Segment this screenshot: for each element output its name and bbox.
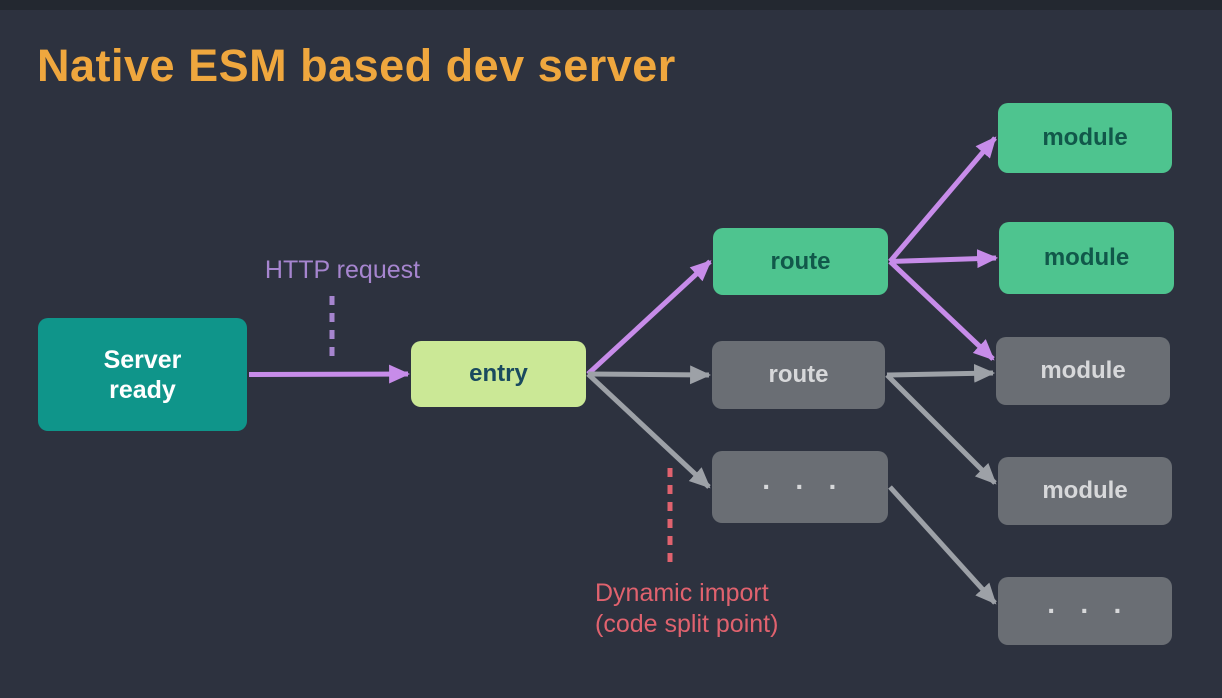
http-request-label: HTTP request — [264, 256, 421, 284]
node-label: module — [1042, 124, 1128, 151]
dynamic-import-line2: (code split point) — [595, 610, 779, 638]
dynamic-import-line1: Dynamic import — [595, 579, 769, 607]
node-label: · · · — [1047, 595, 1131, 626]
node-dots-bottom: · · · — [998, 577, 1172, 645]
node-label: module — [1043, 244, 1130, 271]
node-module-3: module — [996, 337, 1170, 405]
edge-entry-to-route-a — [586, 259, 712, 376]
node-label: module — [1042, 477, 1128, 504]
edge-route-a-to-module-3 — [888, 259, 995, 361]
edge-route-a-to-module-2 — [889, 249, 999, 269]
edge-route-b-to-module-4 — [885, 373, 997, 485]
slide-title: Native ESM based dev server — [37, 40, 676, 91]
node-label: module — [1040, 357, 1126, 384]
node-label: Server ready — [103, 345, 182, 404]
edge-route-b-to-module-3 — [886, 363, 996, 383]
node-label: route — [770, 247, 831, 275]
node-entry: entry — [411, 341, 586, 407]
edge-dots-mid-to-dots-bottom — [888, 485, 997, 605]
node-label: route — [768, 361, 829, 388]
edge-server-ready-to-entry — [248, 364, 411, 384]
edge-entry-to-route-b — [587, 365, 712, 385]
node-label: entry — [469, 360, 528, 387]
node-module-4: module — [998, 457, 1172, 525]
node-label: · · · — [762, 471, 846, 502]
node-route-b: route — [712, 341, 885, 409]
dynamic-import-label: Dynamic import (code split point) — [595, 578, 778, 640]
node-server-ready: Server ready — [38, 318, 247, 431]
top-bar — [0, 0, 1222, 10]
edge-entry-to-dots-mid — [586, 372, 711, 489]
node-module-2: module — [999, 222, 1174, 294]
node-route-a: route — [713, 228, 888, 295]
node-module-1: module — [998, 103, 1172, 173]
edge-route-a-to-module-1 — [888, 136, 997, 264]
node-dots-mid: · · · — [712, 451, 888, 523]
